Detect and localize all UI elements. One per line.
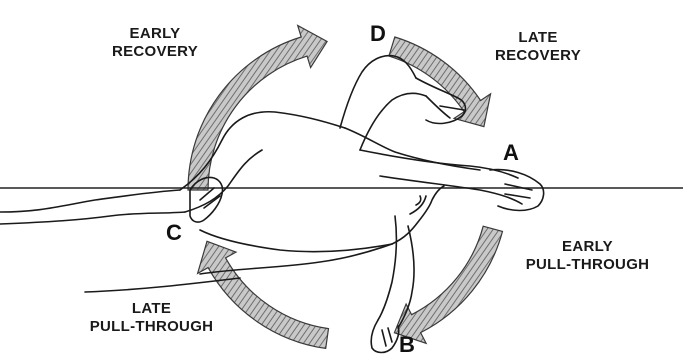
label-late-recovery: LATE RECOVERY [468,29,608,65]
label-early-pull-through-line1: EARLY [505,238,670,256]
label-early-recovery-line1: EARLY [90,25,220,43]
label-late-recovery-line1: LATE [468,29,608,47]
point-b: B [399,333,415,357]
label-late-pull-through-line1: LATE [64,300,239,318]
label-late-recovery-line2: RECOVERY [468,47,608,65]
label-early-recovery-line2: RECOVERY [90,43,220,61]
label-late-pull-through-line2: PULL-THROUGH [64,318,239,336]
label-late-pull-through: LATE PULL-THROUGH [64,300,239,336]
label-early-pull-through-line2: PULL-THROUGH [505,256,670,274]
point-d: D [370,22,386,46]
point-c: C [166,221,182,245]
label-early-pull-through: EARLY PULL-THROUGH [505,238,670,274]
arrow-early-pull-through [394,226,502,343]
point-a: A [503,141,519,165]
label-early-recovery: EARLY RECOVERY [90,25,220,61]
